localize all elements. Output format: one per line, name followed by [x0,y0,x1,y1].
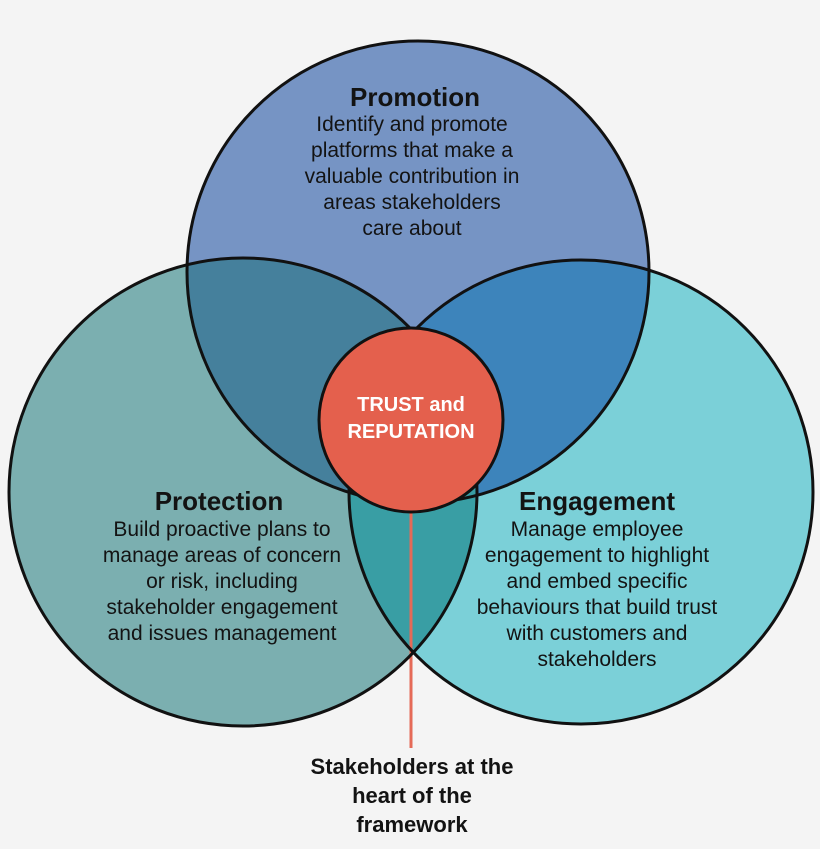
engagement-circle-outline [347,258,815,726]
protection-circle-outline [7,256,479,728]
circle-outlines [7,39,815,728]
center-circle [317,326,505,514]
